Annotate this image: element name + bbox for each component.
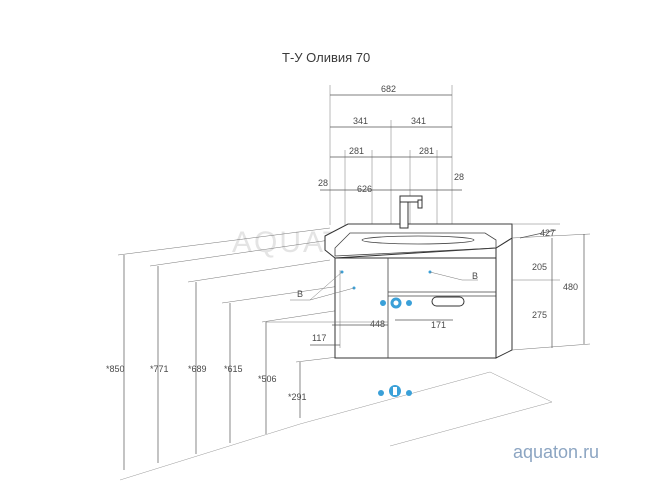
dim-height-291: *291 bbox=[288, 392, 307, 402]
dim-depth-427: 427 bbox=[540, 228, 555, 238]
floor-outline bbox=[119, 371, 553, 481]
dim-bottom-section-275: 275 bbox=[532, 310, 547, 320]
dim-depth-171: 171 bbox=[431, 320, 446, 330]
dim-offset-right: 28 bbox=[454, 172, 464, 182]
b-labels: B B bbox=[290, 270, 478, 301]
dim-basin-width: 626 bbox=[357, 184, 372, 194]
floor-cold-marker-icon bbox=[378, 390, 384, 396]
dim-height-850: *850 bbox=[106, 364, 125, 374]
height-reference-lines: *850 *771 *689 *615 *506 *291 bbox=[106, 227, 397, 470]
dim-depth-448: 448 bbox=[370, 319, 385, 329]
dim-half-right: 341 bbox=[411, 116, 426, 126]
dim-height-615: *615 bbox=[224, 364, 243, 374]
hot-water-marker-icon bbox=[406, 300, 412, 306]
vanity-cabinet bbox=[324, 195, 513, 359]
dim-overall-width: 682 bbox=[381, 84, 396, 94]
dim-height-506: *506 bbox=[258, 374, 277, 384]
dim-top-section-205: 205 bbox=[532, 262, 547, 272]
dim-height-689: *689 bbox=[188, 364, 207, 374]
drawing-title: Т-У Оливия 70 bbox=[282, 50, 370, 65]
inner-dimensions: 448 171 117 bbox=[266, 270, 453, 348]
dim-total-height-480: 480 bbox=[563, 282, 578, 292]
cold-water-marker-icon bbox=[380, 300, 386, 306]
floor-hot-marker-icon bbox=[406, 390, 412, 396]
dim-half-left: 341 bbox=[353, 116, 368, 126]
label-b-right: B bbox=[472, 271, 478, 281]
top-dimensions: 682 341 341 281 281 28 626 28 bbox=[318, 84, 464, 225]
drawer-handle bbox=[431, 296, 465, 307]
dim-offset-117: 117 bbox=[312, 333, 326, 343]
dim-height-771: *771 bbox=[150, 364, 169, 374]
website-link[interactable]: aquaton.ru bbox=[513, 442, 599, 462]
dim-offset-left: 28 bbox=[318, 178, 328, 188]
right-dimensions: 427 205 275 480 bbox=[511, 223, 591, 351]
dim-inner-right: 281 bbox=[419, 146, 434, 156]
faucet-icon bbox=[399, 195, 423, 229]
water-connection-points bbox=[378, 297, 412, 397]
dim-inner-left: 281 bbox=[349, 146, 364, 156]
label-b-left: B bbox=[297, 289, 303, 299]
